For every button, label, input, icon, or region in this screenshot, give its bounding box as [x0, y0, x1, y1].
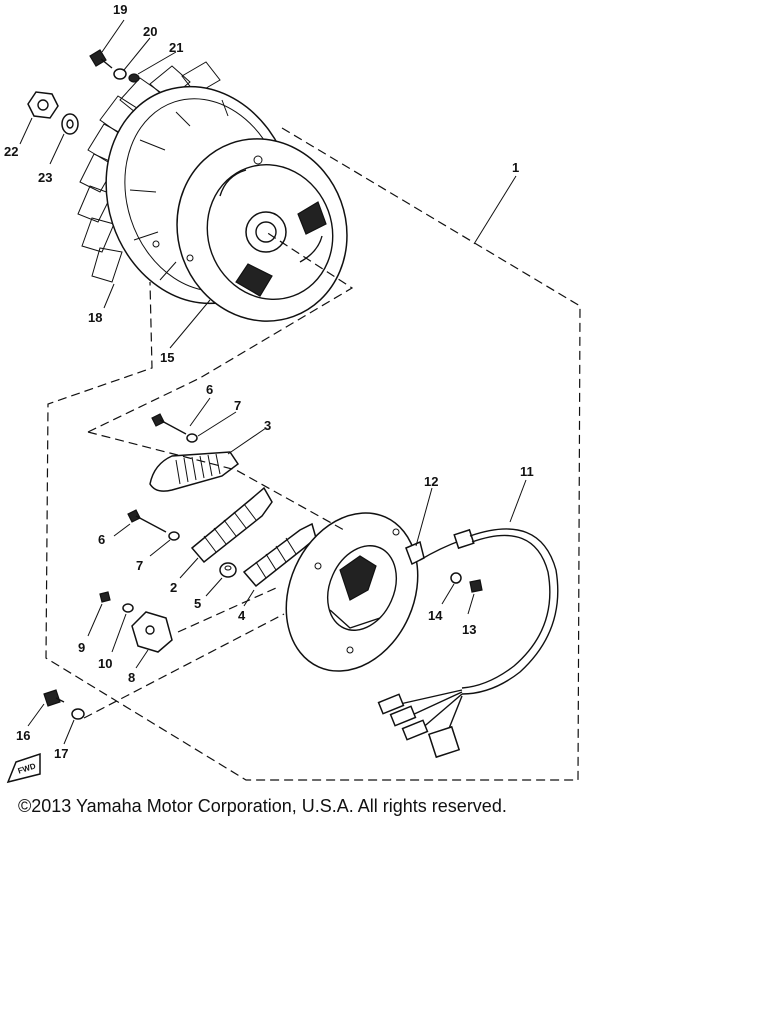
- callout-22: 22: [4, 144, 18, 159]
- stator-base-plate: [285, 512, 425, 672]
- pickup-coil-8: [131, 611, 173, 653]
- callout-3: 3: [264, 418, 271, 433]
- callout-2: 2: [170, 580, 177, 595]
- callout-17: 17: [54, 746, 68, 761]
- callout-13: 13: [462, 622, 476, 637]
- callout-7-lower: 7: [136, 558, 143, 573]
- wire-harness: [377, 528, 559, 759]
- callout-14: 14: [428, 608, 443, 623]
- leader-lines: [19, 19, 527, 745]
- callout-1: 1: [512, 160, 519, 175]
- callout-11: 11: [520, 464, 534, 479]
- callout-12: 12: [424, 474, 438, 489]
- callout-4: 4: [238, 608, 246, 623]
- callout-6-upper: 6: [206, 382, 213, 397]
- callout-6-lower: 6: [98, 532, 105, 547]
- callout-9: 9: [78, 640, 85, 655]
- callout-labels: 19 20 21 22 23 1 18 15 6 7 3 12 11 6 7 2…: [4, 2, 534, 761]
- callout-18: 18: [88, 310, 102, 325]
- callout-8: 8: [128, 670, 135, 685]
- callout-15: 15: [160, 350, 174, 365]
- spacer-5: [219, 562, 237, 578]
- callout-16: 16: [16, 728, 30, 743]
- flywheel-fasteners: [27, 49, 140, 135]
- callout-5: 5: [194, 596, 201, 611]
- callout-7-upper: 7: [234, 398, 241, 413]
- screws-washers: [43, 413, 483, 720]
- callout-23: 23: [38, 170, 52, 185]
- flywheel: [77, 61, 348, 322]
- callout-19: 19: [113, 2, 127, 17]
- lighting-coil-4: [242, 522, 317, 588]
- charge-coil-3: [149, 451, 240, 492]
- callout-20: 20: [143, 24, 157, 39]
- copyright-notice: ©2013 Yamaha Motor Corporation, U.S.A. A…: [18, 796, 507, 816]
- callout-10: 10: [98, 656, 112, 671]
- assembly-outline: [45, 127, 581, 781]
- fwd-arrow-icon: FWD: [6, 752, 41, 784]
- callout-21: 21: [169, 40, 183, 55]
- lighting-coil-2: [190, 486, 273, 564]
